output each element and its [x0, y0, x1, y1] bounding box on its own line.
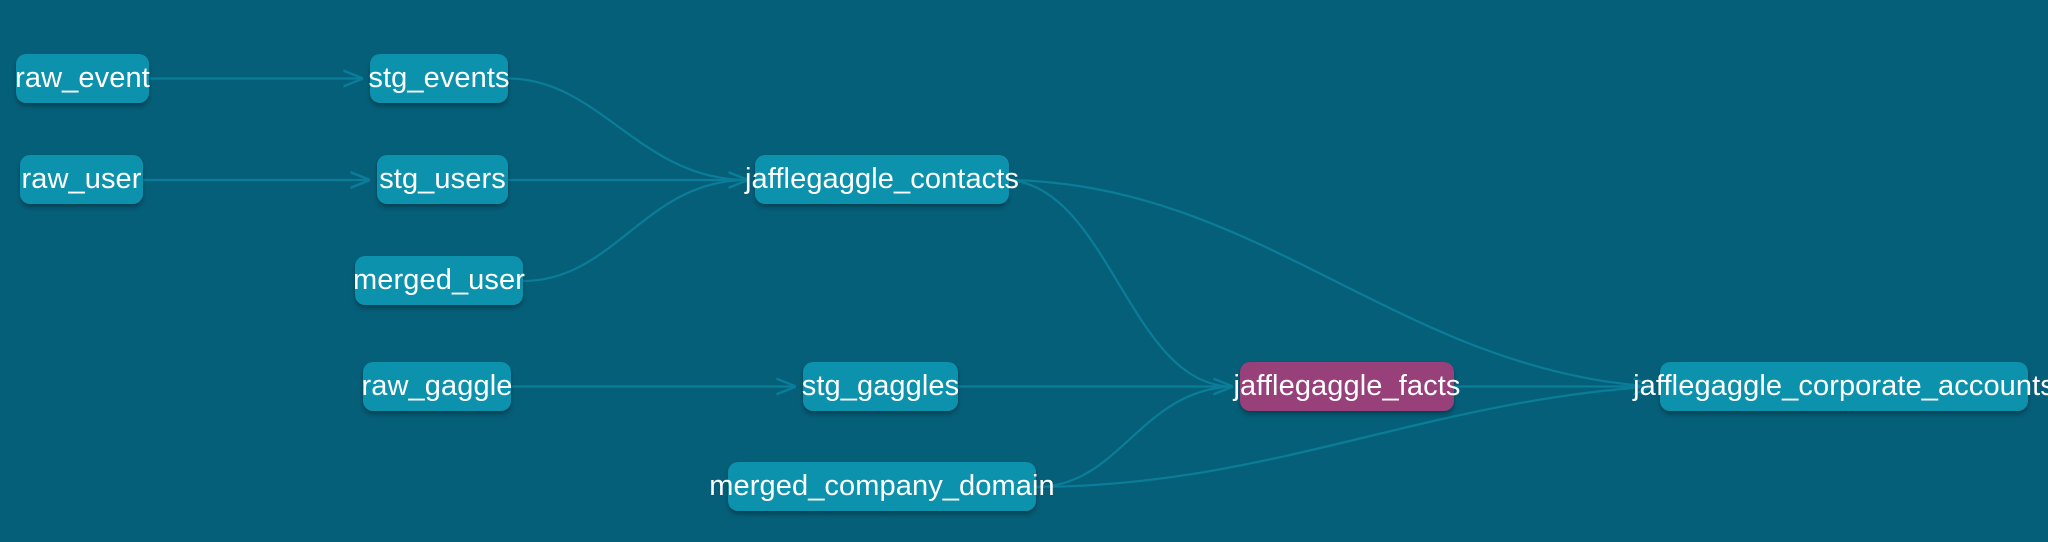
edge: [1007, 178, 1654, 388]
graph-node-label: jafflegaggle_contacts: [744, 163, 1020, 195]
graph-node-jafflegaggle_corporate_accounts[interactable]: jafflegaggle_corporate_accounts: [1633, 362, 2048, 411]
graph-node-stg_events[interactable]: stg_events: [368, 54, 510, 103]
graph-node-label: merged_user: [353, 264, 525, 296]
graph-node-label: raw_event: [15, 62, 150, 94]
graph-node-label: stg_events: [368, 62, 510, 94]
graph-node-label: jafflegaggle_facts: [1233, 370, 1461, 402]
graph-node-raw_event[interactable]: raw_event: [15, 54, 150, 103]
graph-node-label: stg_gaggles: [801, 370, 960, 402]
graph-node-label: merged_company_domain: [709, 470, 1055, 502]
edge: [1007, 178, 1234, 388]
graph-node-merged_user[interactable]: merged_user: [353, 256, 525, 305]
graph-node-jafflegaggle_facts[interactable]: jafflegaggle_facts: [1234, 362, 1460, 411]
graph-node-label: jafflegaggle_corporate_accounts: [1633, 370, 2048, 402]
graph-node-label: raw_gaggle: [361, 370, 513, 402]
graph-node-jafflegaggle_contacts[interactable]: jafflegaggle_contacts: [745, 155, 1019, 204]
graph-node-merged_company_domain[interactable]: merged_company_domain: [709, 462, 1055, 511]
edge: [506, 77, 749, 182]
graph-node-label: stg_users: [379, 163, 506, 195]
edge: [1034, 385, 1234, 489]
graph-node-stg_gaggles[interactable]: stg_gaggles: [801, 362, 960, 411]
graph-node-label: raw_user: [21, 163, 142, 195]
graph-node-raw_user[interactable]: raw_user: [20, 155, 143, 204]
edge: [521, 178, 749, 283]
graph-node-stg_users[interactable]: stg_users: [377, 155, 508, 204]
graph-node-raw_gaggle[interactable]: raw_gaggle: [361, 362, 513, 411]
